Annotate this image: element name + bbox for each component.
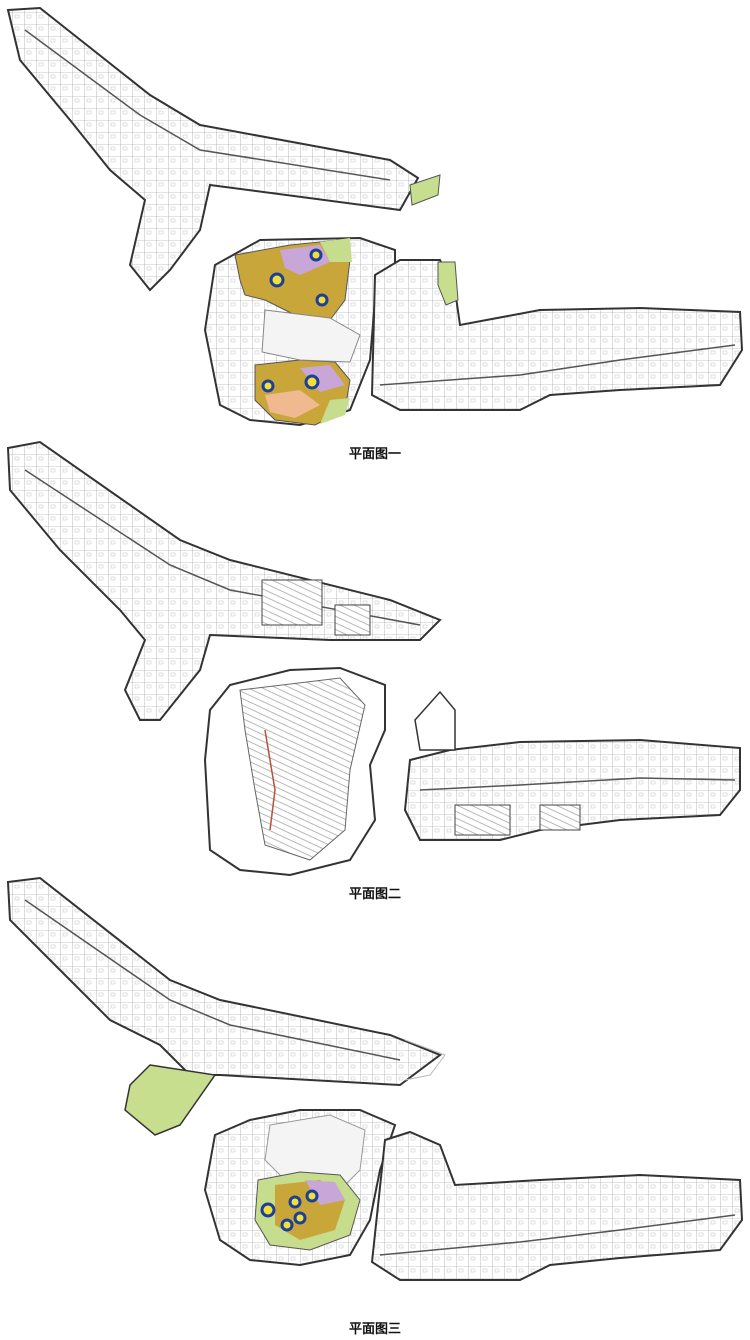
east-corridor <box>379 1214 736 1256</box>
outline-ghost <box>404 1039 446 1081</box>
courtyard-green-2 <box>320 398 350 424</box>
floor-plan-3 <box>0 870 750 1310</box>
floor-plan-3-drawing <box>6 876 744 1281</box>
floor-plan-2 <box>0 430 750 880</box>
light-well-group <box>260 1189 319 1232</box>
wing-northwest <box>6 876 443 1087</box>
courtyard-purple-2 <box>300 365 345 392</box>
plan-1-caption: 平面图一 <box>348 447 401 462</box>
garden-east <box>437 261 459 306</box>
plan-3-caption: 平面图三 <box>348 1322 401 1337</box>
wing-east <box>370 259 744 411</box>
hall-seating-2 <box>334 604 371 636</box>
corridor-line <box>24 469 421 626</box>
floor-plan-1-drawing <box>6 6 744 427</box>
floor-plan-2-drawing <box>6 440 741 877</box>
hall-seating-1 <box>261 579 323 626</box>
lobby-area <box>261 309 361 363</box>
classroom-block-2 <box>539 804 581 831</box>
courtyard-outline <box>264 1114 366 1191</box>
corridor-line <box>24 899 401 1061</box>
wing-east <box>370 1130 744 1281</box>
garden-patch <box>409 174 441 206</box>
pavilion <box>414 690 456 751</box>
plan-2-caption: 平面图二 <box>348 887 401 902</box>
east-corridor <box>379 344 736 386</box>
courtyard-purple <box>305 1180 345 1205</box>
classroom-block-1 <box>454 804 511 836</box>
floor-plan-1 <box>0 0 750 440</box>
courtyard-green-1 <box>320 238 352 262</box>
wing-northwest <box>6 440 442 721</box>
east-corridor <box>419 777 736 791</box>
stage-edge <box>264 729 276 831</box>
garden-terrace <box>124 1064 217 1136</box>
corridor-line <box>24 29 391 181</box>
wing-northwest <box>6 6 420 292</box>
courtyard-peach <box>265 390 320 418</box>
light-well-group <box>261 248 329 393</box>
